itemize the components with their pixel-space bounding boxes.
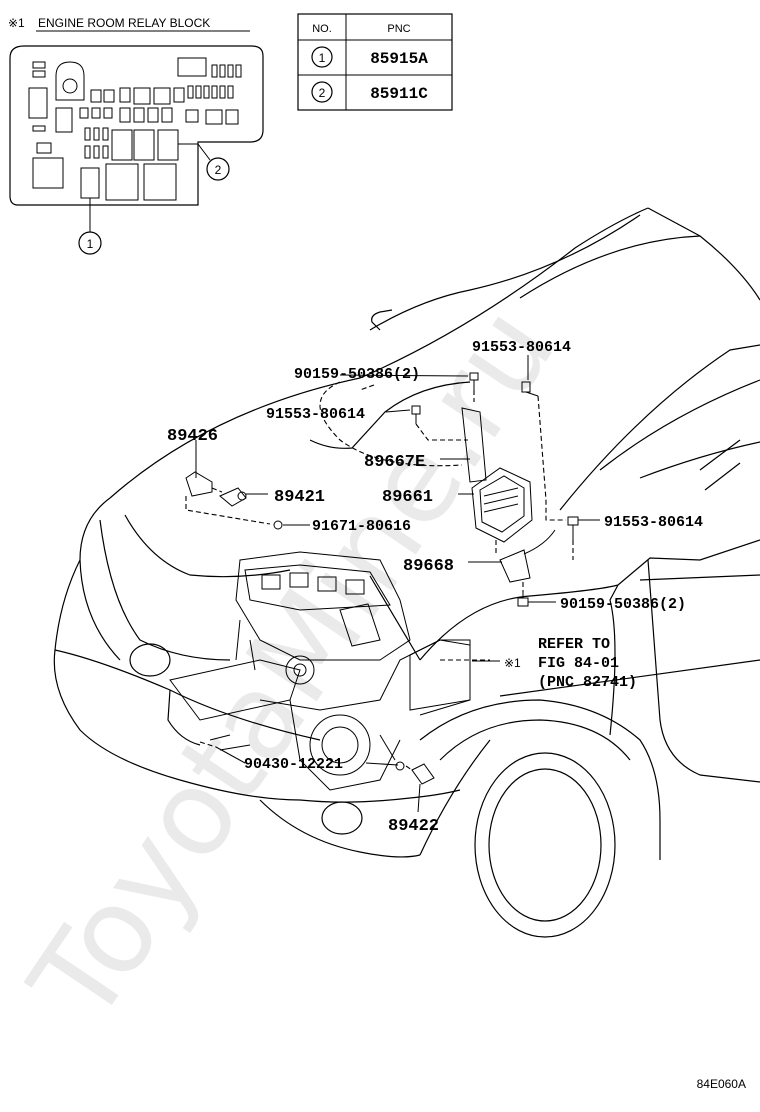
bolt-90159-bottom (517, 590, 529, 607)
label-91671-80616: 91671-80616 (312, 518, 411, 535)
relay-block-mark: ※1 (8, 16, 25, 30)
label-90159-50386-top: 90159-50386(2) (294, 366, 420, 383)
pnc-table: NO. PNC 1 85915A 2 85911C (297, 13, 453, 111)
refer-mark: ※1 (504, 656, 521, 670)
refer-line-1: REFER TO (538, 636, 610, 653)
relay-block-title: ENGINE ROOM RELAY BLOCK (38, 16, 210, 30)
pnc-table-pnc-header: PNC (387, 23, 410, 35)
bolt-91553-right (567, 516, 579, 540)
leader-lines (185, 355, 600, 813)
ecu-89661 (471, 467, 533, 543)
pnc-table-no-header: NO. (312, 23, 332, 35)
bolt-91553-top-right (521, 381, 539, 397)
label-90159-50386-bottom: 90159-50386(2) (560, 596, 686, 613)
watermark-text: ToyotaMine.ru (3, 282, 581, 1046)
label-89668: 89668 (403, 557, 454, 576)
pnc-row-1-value: 85915A (370, 50, 428, 68)
bracket-89426 (185, 471, 213, 497)
parts-drawing (185, 372, 579, 785)
label-89422: 89422 (388, 817, 439, 836)
engine-drawing (169, 551, 471, 791)
callout-1-circle (78, 231, 102, 255)
relay-block-inset: ※1 ENGINE ROOM RELAY BLOCK (8, 16, 264, 255)
callout-1-label: 1 (87, 237, 94, 251)
pnc-row-2-no: 2 (319, 86, 326, 100)
refer-line-3: (PNC 82741) (538, 674, 637, 691)
vehicle-body-drawing (53, 207, 760, 938)
bolt-91553-left (411, 405, 421, 424)
part-labels: 90159-50386(2) 91553-80614 91553-80614 8… (167, 339, 703, 836)
figure-id: 84E060A (697, 1077, 746, 1091)
label-89426: 89426 (167, 427, 218, 446)
label-90430-12221: 90430-12221 (244, 756, 343, 773)
label-89661: 89661 (382, 488, 433, 507)
callout-2-circle (206, 157, 230, 181)
sensor-89421 (219, 487, 247, 507)
pnc-row-1-no: 1 (319, 51, 326, 65)
sensor-89422 (411, 763, 435, 785)
callout-2-label: 2 (215, 163, 222, 177)
label-91553-80614-mid: 91553-80614 (266, 406, 365, 423)
label-91553-80614-top: 91553-80614 (472, 339, 571, 356)
label-89421: 89421 (274, 488, 325, 507)
bolt-90430-12221 (395, 761, 405, 771)
label-91553-80614-right: 91553-80614 (604, 514, 703, 531)
refer-line-2: FIG 84-01 (538, 655, 619, 672)
bracket-89668 (499, 549, 531, 583)
bolt-90159-top (469, 372, 479, 390)
bracket-89667e (461, 407, 487, 483)
label-89667e: 89667E (364, 453, 425, 472)
refer-note: REFER TO ※1 FIG 84-01 (PNC 82741) (504, 636, 637, 691)
pnc-row-2-value: 85911C (370, 85, 428, 103)
bolt-91671-80616 (273, 520, 283, 530)
